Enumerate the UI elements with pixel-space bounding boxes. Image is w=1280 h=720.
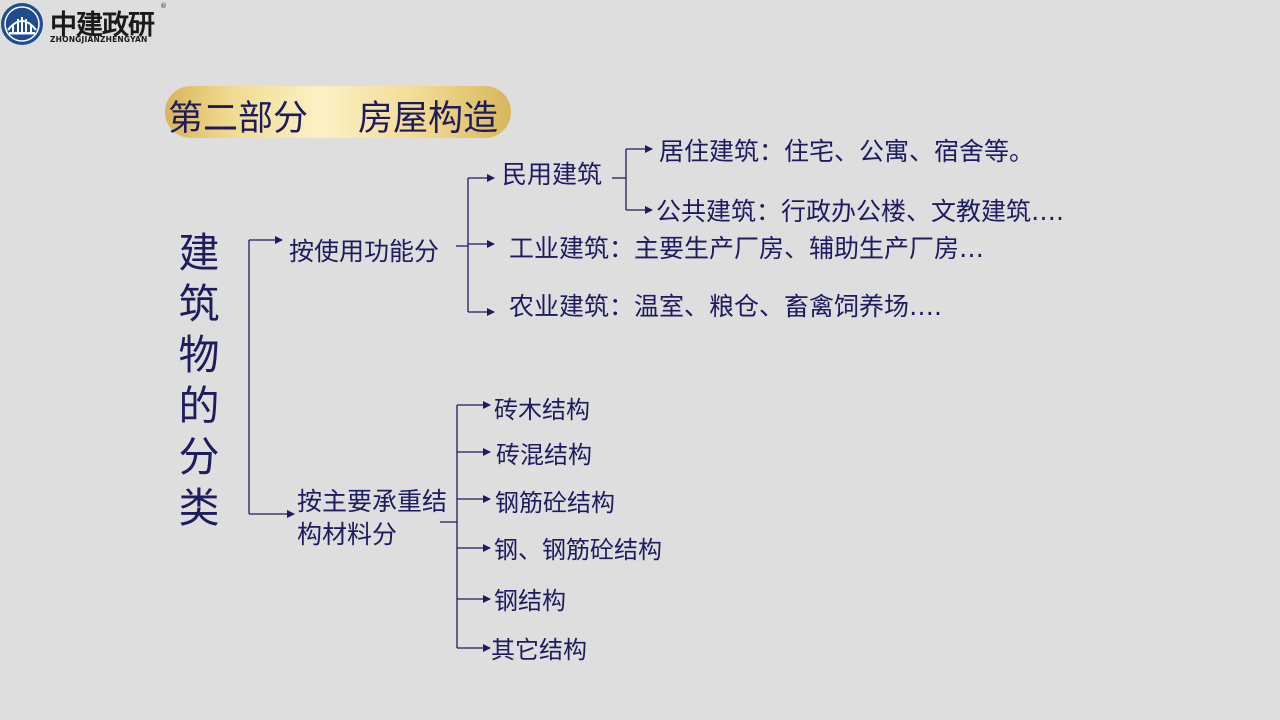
title-banner	[165, 86, 511, 138]
main-heading: 建筑物的分类	[178, 229, 220, 532]
company-logo: 中建政研 ® ZHONGJIANZHENGYAN	[0, 0, 170, 48]
logo-registered-mark: ®	[160, 2, 167, 10]
civil-building-label: 民用建筑	[502, 160, 603, 189]
structure-item-steel-reinforced-concrete: 钢、钢筋砼结构	[494, 536, 662, 564]
residential-building-text: 居住建筑：住宅、公寓、宿舍等。	[659, 137, 1035, 166]
logo-emblem-icon	[1, 3, 43, 45]
public-building-text: 公共建筑：行政办公楼、文教建筑….	[656, 197, 1064, 226]
title-part: 第二部分	[168, 99, 309, 139]
structure-item-brick-concrete: 砖混结构	[496, 441, 592, 469]
structure-item-steel: 钢结构	[494, 587, 566, 615]
logo-name-en: ZHONGJIANZHENGYAN	[50, 35, 148, 44]
agricultural-building-text: 农业建筑：温室、粮仓、畜禽饲养场….	[509, 292, 942, 321]
title-topic: 房屋构造	[358, 99, 499, 139]
branch-function-label: 按使用功能分	[289, 237, 440, 266]
logo-name-cn: 中建政研	[50, 10, 155, 41]
branch-structure-label: 按主要承重结构材料分	[297, 487, 448, 549]
industrial-building-text: 工业建筑：主要生产厂房、辅助生产厂房…	[509, 234, 985, 263]
structure-item-brick-wood: 砖木结构	[494, 396, 590, 424]
structure-item-other: 其它结构	[491, 636, 587, 664]
structure-item-reinforced-concrete: 钢筋砼结构	[495, 489, 615, 517]
